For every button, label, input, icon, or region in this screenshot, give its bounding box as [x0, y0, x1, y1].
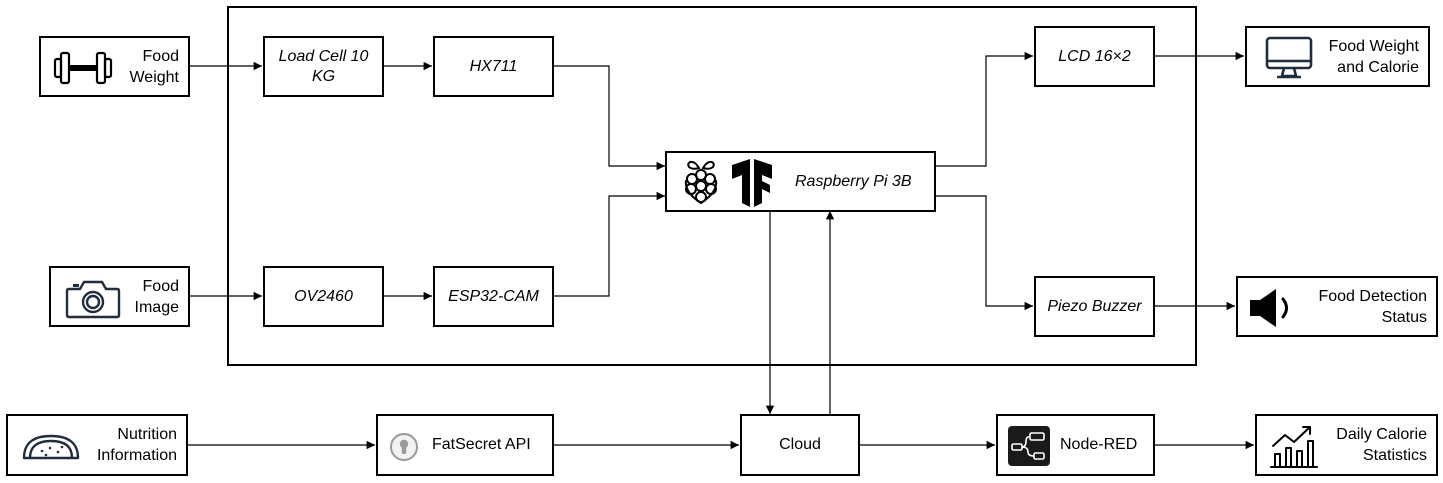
food-image-line1: Food [142, 277, 179, 295]
cloud-module: Cloud [740, 414, 860, 476]
weight-calorie-line1: Food Weight [1328, 37, 1419, 55]
daily-stats-output: Daily Calorie Statistics [1255, 414, 1438, 476]
lcd-label: LCD 16×2 [1058, 47, 1131, 65]
fatsecret-icon [390, 433, 418, 461]
hx711-module: HX711 [433, 36, 554, 97]
raspberry-pi-icon [684, 160, 718, 205]
load-cell-line1: Load Cell 10 [278, 47, 369, 65]
daily-stats-label: Daily Calorie Statistics [1336, 416, 1427, 474]
food-weight-input: Food Weight [39, 36, 190, 97]
node-red-module: Node-RED [996, 414, 1155, 476]
load-cell-line2: KG [311, 67, 336, 85]
speaker-icon [1250, 289, 1288, 327]
tensorflow-icon [732, 159, 772, 207]
wire-esp32-to-pi [554, 191, 665, 297]
food-image-label: Food Image [135, 268, 179, 325]
piezo-label: Piezo Buzzer [1047, 297, 1142, 315]
node-red-label: Node-RED [1060, 436, 1138, 453]
ov2460-module: OV2460 [263, 266, 384, 327]
nutrition-line2: Information [96, 447, 177, 464]
taco-icon [22, 434, 80, 460]
cloud-label: Cloud [779, 436, 821, 453]
camera-icon [65, 280, 121, 319]
lcd-module: LCD 16×2 [1034, 26, 1155, 87]
weight-calorie-output: Food Weight and Calorie [1245, 26, 1430, 87]
fatsecret-label: FatSecret API [432, 436, 531, 453]
detection-status-output: Food Detection Status [1236, 276, 1438, 337]
detection-status-line2: Status [1381, 308, 1427, 326]
load-cell-module: Load Cell 10 KG [263, 36, 384, 97]
raspberry-pi-module: Raspberry Pi 3B [665, 151, 936, 212]
bar-chart-icon [1270, 426, 1318, 468]
ov2460-label: OV2460 [294, 287, 353, 305]
monitor-icon [1265, 36, 1313, 79]
node-red-icon [1008, 426, 1050, 466]
daily-stats-line2: Statistics [1362, 447, 1427, 464]
dumbbell-icon [53, 51, 113, 85]
nutrition-input: Nutrition Information [6, 414, 188, 476]
food-image-line2: Image [134, 298, 179, 316]
food-weight-line2: Weight [129, 68, 179, 86]
esp32cam-label: ESP32-CAM [448, 287, 539, 305]
raspberry-pi-label: Raspberry Pi 3B [795, 173, 912, 190]
detection-status-label: Food Detection Status [1318, 278, 1427, 335]
wire-hx711-to-pi [554, 65, 665, 171]
fatsecret-api-module: FatSecret API [376, 414, 554, 476]
hx711-label: HX711 [469, 57, 518, 75]
device-enclosure [227, 6, 1197, 366]
nutrition-line1: Nutrition [117, 426, 177, 443]
piezo-buzzer-module: Piezo Buzzer [1034, 276, 1155, 337]
esp32cam-module: ESP32-CAM [433, 266, 554, 327]
wire-pi-to-lcd [935, 51, 1033, 167]
weight-calorie-line2: and Calorie [1337, 58, 1419, 76]
wire-pi-to-piezo [935, 195, 1033, 311]
weight-calorie-label: Food Weight and Calorie [1329, 28, 1419, 85]
food-weight-line1: Food [142, 47, 179, 65]
nutrition-label: Nutrition Information [97, 416, 177, 474]
food-weight-label: Food Weight [129, 38, 179, 95]
food-image-input: Food Image [49, 266, 190, 327]
daily-stats-line1: Daily Calorie [1336, 426, 1427, 443]
detection-status-line1: Food Detection [1318, 287, 1427, 305]
